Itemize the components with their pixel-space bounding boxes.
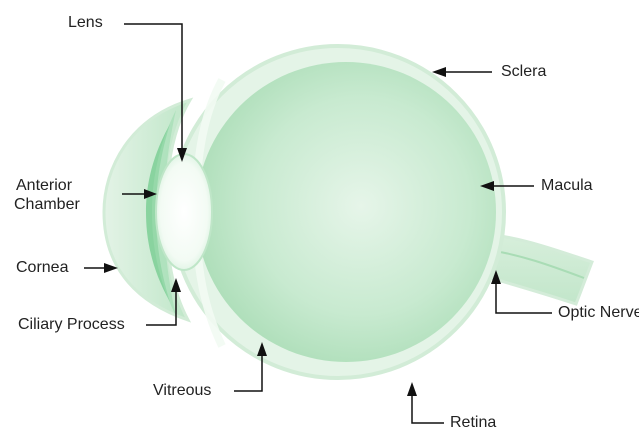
label-retina: Retina <box>450 414 496 432</box>
lens <box>156 154 212 270</box>
retina-arrowhead <box>407 382 417 396</box>
label-anterior-line2: Chamber <box>14 196 80 214</box>
label-vitreous: Vitreous <box>153 382 211 400</box>
label-anterior-line1: Anterior <box>16 177 72 195</box>
label-optic-nerve: Optic Nerve <box>558 304 639 322</box>
retina-leader <box>412 394 444 423</box>
vitreous-body <box>196 62 496 362</box>
label-lens: Lens <box>68 14 103 32</box>
label-cornea: Cornea <box>16 259 68 277</box>
label-macula: Macula <box>541 177 593 195</box>
label-ciliary-process: Ciliary Process <box>18 316 125 334</box>
label-sclera: Sclera <box>501 63 546 81</box>
